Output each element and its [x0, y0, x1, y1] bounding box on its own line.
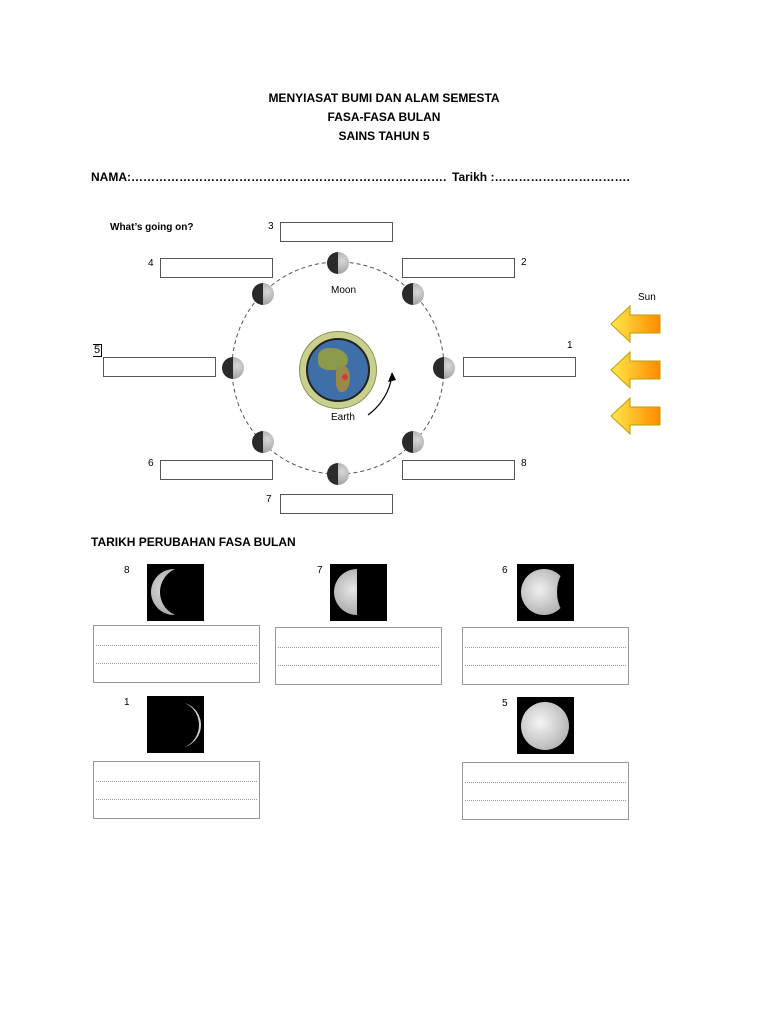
answer-box-1[interactable] [463, 357, 576, 377]
answer-box-4[interactable] [160, 258, 273, 278]
answer-lines[interactable] [93, 625, 260, 683]
box-number: 5 [93, 344, 103, 357]
sunlight-arrow-icon [610, 396, 661, 436]
moon-photo-new [147, 696, 204, 753]
moon-phase-icon [402, 431, 424, 453]
tarikh-field: Tarikh :……………………………. [452, 170, 630, 184]
moon-phase-icon [222, 357, 244, 379]
sun-arrows [610, 305, 661, 436]
moon-phase-icon [433, 357, 455, 379]
moon-label: Moon [331, 285, 357, 296]
card-number: 6 [502, 565, 508, 576]
card-number: 5 [502, 698, 508, 709]
answer-box-3[interactable] [280, 222, 393, 242]
sun-label: Sun [638, 292, 656, 303]
card-number: 1 [124, 697, 130, 708]
orbit-diagram [231, 261, 445, 475]
moon-phase-icon [402, 283, 424, 305]
moon-phase-icon [252, 283, 274, 305]
orbit-arrow-head [388, 372, 396, 382]
answer-box-6[interactable] [160, 460, 273, 480]
answer-lines[interactable] [93, 761, 260, 819]
moon-phase-icon [327, 252, 349, 274]
answer-box-8[interactable] [402, 460, 515, 480]
moon-photo-quarter [330, 564, 387, 621]
box-number: 7 [266, 494, 272, 505]
title-line-2: FASA-FASA BULAN [327, 110, 441, 124]
answer-box-7[interactable] [280, 494, 393, 514]
sunlight-arrow-icon [610, 305, 661, 344]
sunlight-arrow-icon [610, 350, 661, 390]
card-number: 7 [317, 565, 323, 576]
question-label: What’s going on? [110, 222, 194, 233]
moon-photo-gibbous [517, 564, 574, 621]
box-number: 4 [148, 258, 154, 269]
answer-lines[interactable] [275, 627, 442, 685]
box-number: 6 [148, 458, 154, 469]
answer-lines[interactable] [462, 627, 629, 685]
answer-box-5[interactable] [103, 357, 216, 377]
box-number: 3 [268, 221, 274, 232]
earth-icon [299, 331, 377, 409]
card-number: 8 [124, 565, 130, 576]
section-title: TARIKH PERUBAHAN FASA BULAN [91, 535, 296, 549]
box-number: 8 [521, 458, 527, 469]
moon-phase-icon [252, 431, 274, 453]
moon-photo-full [517, 697, 574, 754]
earth-label: Earth [331, 412, 355, 423]
answer-box-2[interactable] [402, 258, 515, 278]
box-number: 1 [567, 340, 573, 351]
answer-lines[interactable] [462, 762, 629, 820]
box-number: 2 [521, 257, 527, 268]
title-line-3: SAINS TAHUN 5 [338, 129, 430, 143]
title-line-1: MENYIASAT BUMI DAN ALAM SEMESTA [268, 91, 500, 105]
nama-field: NAMA:……………………………………………………………………. [91, 170, 447, 184]
moon-phase-icon [327, 463, 349, 485]
moon-photo-crescent [147, 564, 204, 621]
